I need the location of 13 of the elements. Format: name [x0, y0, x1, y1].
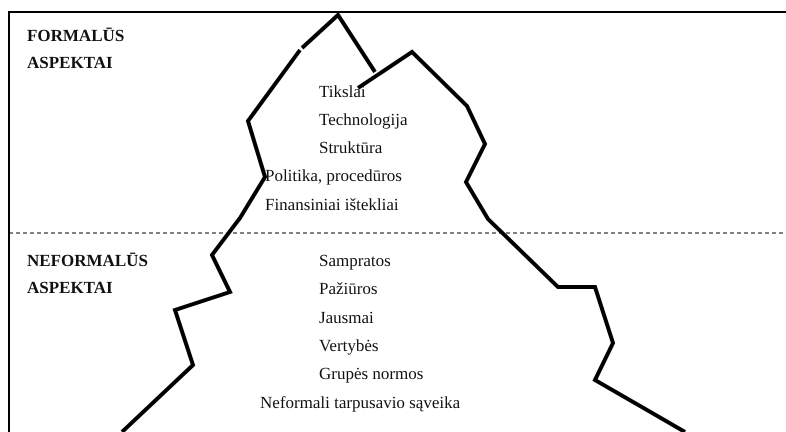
- aspect-label: Sampratos: [319, 251, 391, 271]
- aspect-label: Finansiniai ištekliai: [265, 195, 399, 215]
- aspect-label: Technologija: [319, 110, 408, 130]
- aspect-label: Pažiūros: [319, 279, 378, 299]
- aspect-label: Tikslai: [319, 82, 366, 102]
- aspect-label: Neformali tarpusavio sąveika: [260, 393, 460, 413]
- section-heading: FORMALŪS ASPEKTAI: [27, 25, 126, 74]
- aspect-label: Jausmai: [319, 308, 374, 328]
- section-heading: NEFORMALŪS ASPEKTAI: [27, 250, 149, 299]
- aspect-label: Struktūra: [319, 138, 382, 158]
- aspect-label: Politika, procedūros: [265, 166, 402, 186]
- aspect-label: Vertybės: [319, 336, 378, 356]
- aspect-label: Grupės normos: [319, 364, 424, 384]
